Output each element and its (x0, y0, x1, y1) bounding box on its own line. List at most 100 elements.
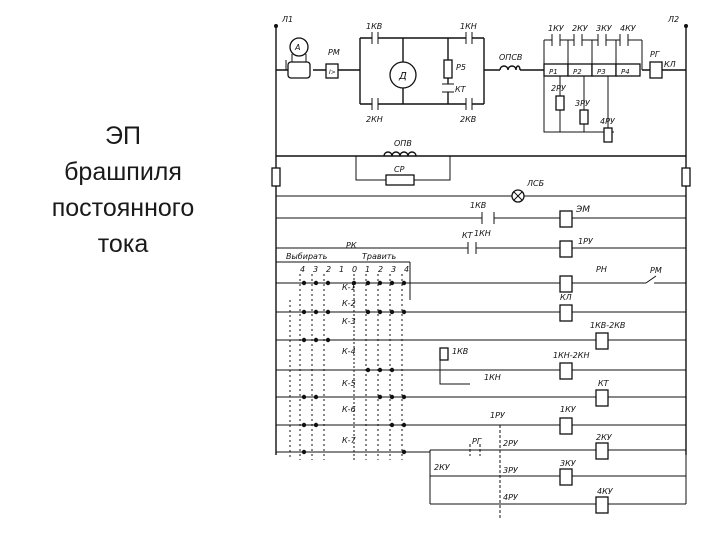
relay-2ru-label: 2РУ (551, 84, 567, 93)
overcurrent-relay-label: РМ (328, 48, 340, 57)
series-field-label: ОПСВ (499, 53, 522, 62)
shunt-resistor-label: Р5 (456, 63, 466, 72)
brake-contact-label: КТ (455, 85, 467, 94)
contact-1kv-label: 1КВ (366, 22, 382, 31)
coil-1ku-label: 1КУ (560, 405, 577, 414)
coil-4ku (595, 496, 609, 514)
contact-1ru-ctrl-label: 1РУ (490, 411, 506, 420)
overcurrent-relay-symbol: I> (329, 69, 336, 76)
contact-4ru-ctrl-label: 4РУ (503, 493, 519, 502)
coil-1ru (559, 240, 573, 258)
contact-2ku-ctrl-label: 2КУ (434, 463, 451, 472)
discharge-resistor-label: СР (394, 165, 405, 174)
controller-contact-k4: К-4 (342, 347, 356, 356)
coil-3ku (559, 468, 573, 486)
relay-4ru-label: 4РУ (600, 117, 616, 126)
coil-1kv-2kv (595, 332, 609, 350)
title-line-3: постоянного (51, 194, 195, 222)
shunt-field-label: ОПВ (394, 139, 412, 148)
lower-side-label: Травить (362, 252, 396, 261)
contact-3ru-ctrl-label: 3РУ (503, 466, 519, 475)
coil-1kn-2kn (559, 362, 573, 380)
coil-kt (595, 389, 609, 407)
resistor-p2-label: Р2 (573, 68, 582, 76)
relay-3ru-label: 3РУ (575, 99, 591, 108)
contact-2ru-ctrl-label: 2РУ (503, 439, 519, 448)
coil-rn (559, 275, 573, 293)
title-line-1: ЭП (105, 122, 141, 150)
hoist-side-label: Выбирать (286, 252, 328, 261)
accel-contact-2ku-label: 2КУ (572, 24, 589, 33)
coil-1kn-2kn-label: 1КН-2КН (553, 351, 589, 360)
ammeter (289, 37, 309, 57)
accel-contact-1ku-label: 1КУ (548, 24, 565, 33)
resistor-p3-label: Р3 (597, 68, 606, 76)
power-circuit: А РМ I> Д 1КВ 1КН 2КН 2КВ Р5 КТ ОПСВ Р1 … (276, 22, 686, 143)
ammeter-label: А (294, 43, 300, 52)
starting-resistors: Р1 Р2 Р3 Р4 1КУ 2КУ 3КУ 4КУ (543, 24, 643, 77)
motor (389, 61, 417, 89)
shunt-resistor (443, 59, 453, 79)
signal-lamp-label: ЛСБ (526, 179, 545, 188)
right-fuse (681, 167, 691, 187)
motor-label: Д (398, 71, 407, 82)
coil-1kv-2kv-label: 1КВ-2КВ (590, 321, 625, 330)
position-neutral: 0 (352, 265, 357, 274)
contact-rg-ctrl-label: РГ (472, 437, 482, 446)
position-hoist-4: 4 (300, 265, 305, 274)
interlock-1kv-label: 1КВ (452, 347, 468, 356)
brake-magnet-coil (559, 210, 573, 228)
accel-contact-3ku-label: 3КУ (596, 24, 613, 33)
ammeter-shunt (287, 61, 311, 79)
contact-rm-ctrl-label: РМ (650, 266, 662, 275)
contact-1kn-label: 1КН (460, 22, 477, 31)
resistor-p4-label: Р4 (621, 68, 630, 76)
controller-contact-k5: К-5 (342, 379, 356, 388)
coil-rn-label: РН (596, 265, 607, 274)
title-line-4: тока (97, 230, 149, 258)
contact-2kn-label: 2КН (366, 115, 383, 124)
supply-rails (271, 24, 691, 455)
field-circuit: ОПВ СР (276, 139, 686, 186)
line-contactor-coil (649, 61, 663, 79)
controller-contact-k3: К-3 (342, 317, 356, 326)
protection-rg-label: РГ (650, 50, 660, 59)
controller-contact-k7: К-7 (342, 436, 357, 445)
position-lower-4: 4 (404, 265, 409, 274)
coil-1ku (559, 417, 573, 435)
contact-kt-ctrl-label: КТ (462, 231, 474, 240)
title-line-2: брашпиля (64, 158, 182, 186)
contact-1kv-ctrl-label: 1КВ (470, 201, 486, 210)
supply-label-l1: Л1 (281, 15, 293, 24)
coil-2ku (595, 442, 609, 460)
controller-contact-k1: К-1 (342, 283, 356, 292)
position-lower-3: 3 (391, 265, 396, 274)
interlock-1kn-label: 1КН (484, 373, 501, 382)
coil-kl-label: КЛ (560, 293, 572, 302)
slide-title: ЭП брашпиля постоянного тока (18, 118, 228, 262)
controller-closure-dots (301, 280, 407, 455)
controller-label: РК (346, 241, 357, 250)
voltage-relays: 2РУ 3РУ 4РУ (543, 76, 616, 143)
supply-label-l2: Л2 (667, 15, 679, 24)
coil-2ku-label: 2КУ (596, 433, 613, 442)
coil-kt-label: КТ (598, 379, 610, 388)
coil-kl (559, 304, 573, 322)
accel-contact-4ku-label: 4КУ (620, 24, 637, 33)
coil-4ku-label: 4КУ (597, 487, 614, 496)
position-lower-1: 1 (365, 265, 370, 274)
position-hoist-2: 2 (326, 265, 331, 274)
resistor-p1-label: Р1 (549, 68, 558, 76)
position-hoist-3: 3 (313, 265, 318, 274)
controller-contact-k2: К-2 (342, 299, 356, 308)
position-hoist-1: 1 (339, 265, 344, 274)
protection-kl-label: КЛ (664, 60, 676, 69)
controller-contact-k6: К-6 (342, 405, 356, 414)
left-fuse (271, 167, 281, 187)
coil-3ku-label: 3КУ (560, 459, 577, 468)
discharge-resistor (385, 174, 415, 186)
contact-1kn-ctrl-label: 1КН (474, 229, 491, 238)
brake-magnet-label: ЭМ (575, 205, 590, 215)
control-circuit: ЛСБ 1КВ 1КН ЭМ КТ 1РУ Выбирать Травить Р… (275, 179, 687, 520)
